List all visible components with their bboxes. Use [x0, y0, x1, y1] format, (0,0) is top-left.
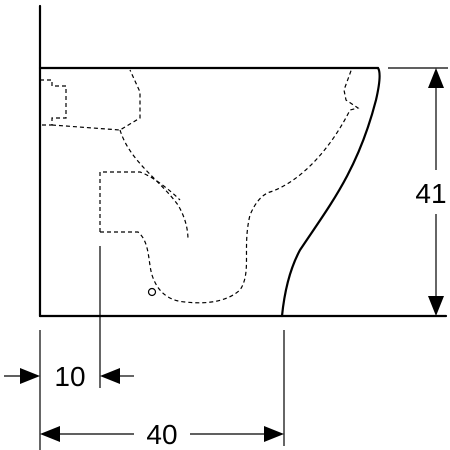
depth-arrow-left [40, 426, 60, 442]
hidden-internal-lines [40, 67, 360, 304]
depth-dimension-label: 40 [146, 419, 177, 450]
toilet-outline [38, 66, 381, 318]
wall-offset-dimension: 10 [4, 246, 134, 450]
cistern-connection-outline [40, 79, 67, 126]
depth-arrow-right [264, 426, 284, 442]
bowl-interior-curve [119, 129, 189, 241]
depth-dimension: 40 [40, 330, 285, 450]
wall-and-floor [38, 4, 448, 318]
height-arrow-bottom [428, 296, 444, 316]
height-dimension-label: 41 [415, 178, 446, 209]
height-dimension: 41 [388, 67, 448, 316]
wall-offset-label: 10 [54, 361, 85, 392]
height-arrow-top [428, 68, 444, 88]
fixing-point-circle [147, 287, 157, 297]
offset-arrow-right [100, 368, 120, 384]
offset-arrow-left [20, 368, 40, 384]
toilet-front-profile [280, 66, 381, 318]
rim-channel-outline [51, 69, 141, 131]
outlet-outline [100, 67, 360, 304]
trap-outline [99, 171, 181, 232]
